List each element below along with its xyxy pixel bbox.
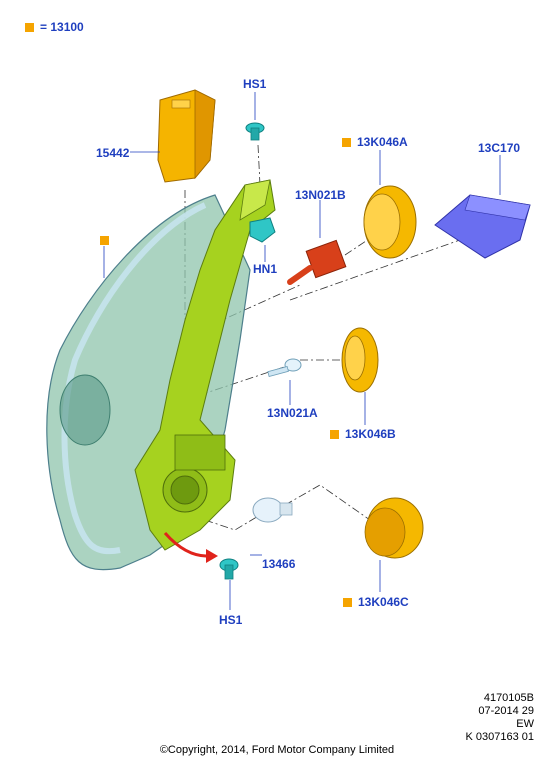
bulb-13n021a <box>267 358 302 377</box>
legend-marker <box>25 23 34 32</box>
leader-13k046a <box>344 234 376 256</box>
module-15442 <box>157 89 216 183</box>
label-13n021a: 13N021A <box>267 406 318 420</box>
meta-line-4: K 0307163 01 <box>465 731 534 743</box>
bulb-13466 <box>252 497 293 523</box>
legend-label: = 13100 <box>40 20 84 34</box>
cap-13k046a <box>363 185 417 259</box>
label-hs1-top: HS1 <box>243 77 267 91</box>
removal-arrow <box>163 532 218 563</box>
cap-13k046c <box>364 497 424 559</box>
meta-line-1: 4170105B <box>483 692 534 704</box>
marker-13k046a <box>342 138 351 147</box>
bulb-13n021b <box>287 239 347 285</box>
marker-13k046b <box>330 430 339 439</box>
label-13k046c: 13K046C <box>358 595 409 609</box>
meta-block: 4170105B 07-2014 29 EW K 0307163 01 <box>465 692 534 744</box>
copyright-notice: ©Copyright, 2014, Ford Motor Company Lim… <box>159 744 395 756</box>
marker-lens <box>100 236 109 245</box>
label-15442: 15442 <box>96 146 130 160</box>
label-13k046a: 13K046A <box>357 135 408 149</box>
label-hs1-bottom: HS1 <box>219 613 243 627</box>
leader-13466 <box>189 514 261 531</box>
callout-lines <box>103 92 501 610</box>
leader-13c170 <box>289 239 461 301</box>
cap-13k046b <box>341 327 379 393</box>
label-13466: 13466 <box>262 557 296 571</box>
screw-hs1-bottom <box>219 558 239 580</box>
marker-13k046c <box>343 598 352 607</box>
label-13n021b: 13N021B <box>295 188 346 202</box>
meta-line-2: 07-2014 29 <box>478 705 534 717</box>
label-13k046b: 13K046B <box>345 427 396 441</box>
screw-hs1-top <box>245 122 265 141</box>
nut-hn1 <box>249 217 276 243</box>
label-hn1: HN1 <box>253 262 278 276</box>
module-13c170 <box>434 194 531 259</box>
meta-line-3: EW <box>516 718 534 730</box>
headlamp-housing <box>134 179 276 551</box>
leader-13k046c <box>284 484 371 521</box>
label-13c170: 13C170 <box>478 141 521 155</box>
